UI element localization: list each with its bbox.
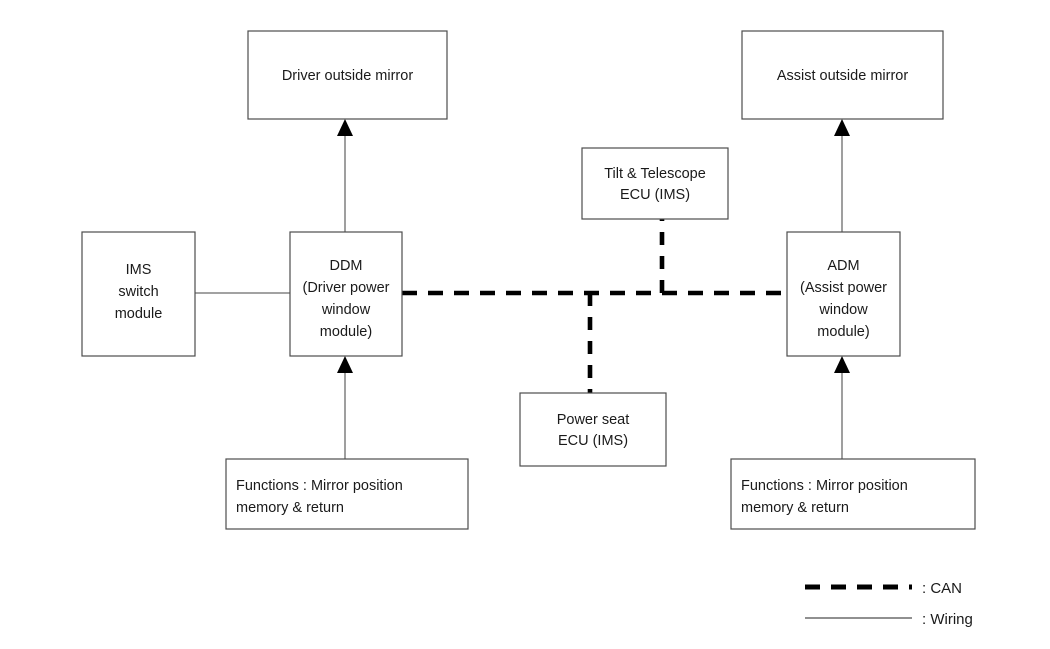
driver-functions-rect — [225, 458, 469, 530]
assist-functions-rect — [730, 458, 976, 530]
ddm-rect — [289, 231, 403, 357]
ims-switch-module-label-line3: module — [115, 306, 163, 322]
driver-outside-mirror-label: Driver outside mirror — [282, 68, 413, 84]
power-seat-ecu-rect — [519, 392, 667, 467]
wiring-connections-group — [195, 119, 850, 459]
driver-functions-label-line2: memory & return — [236, 500, 344, 516]
tilt-telescope-ecu-label-line1: Tilt & Telescope — [604, 166, 706, 182]
assist-outside-mirror-box: Assist outside mirror — [741, 30, 944, 120]
ims-switch-module-rect — [81, 231, 196, 357]
assist-outside-mirror-rect — [741, 30, 944, 120]
ddm-label-line4: module) — [320, 324, 372, 340]
ims-switch-module-label-line2: switch — [118, 284, 158, 300]
arrow-up-icon-adm — [834, 356, 850, 373]
arrow-up-icon-driver-mirror — [337, 119, 353, 136]
ddm-box: DDM (Driver power window module) — [289, 231, 403, 357]
ddm-label-line2: (Driver power — [302, 280, 389, 296]
adm-label-line2: (Assist power — [800, 280, 887, 296]
adm-label-line1: ADM — [827, 258, 859, 274]
adm-label-line4: module) — [817, 324, 869, 340]
assist-functions-label-line2: memory & return — [741, 500, 849, 516]
adm-box: ADM (Assist power window module) — [786, 231, 901, 357]
adm-rect — [786, 231, 901, 357]
ims-switch-module-box: IMS switch module — [81, 231, 196, 357]
ddm-label-line1: DDM — [329, 258, 362, 274]
ims-switch-module-label-line1: IMS — [126, 262, 152, 278]
ddm-label-line3: window — [321, 302, 371, 318]
assist-outside-mirror-label: Assist outside mirror — [777, 68, 909, 84]
tilt-telescope-ecu-label-line2: ECU (IMS) — [620, 187, 690, 203]
assist-functions-label-line1: Functions : Mirror position — [741, 478, 908, 494]
arrow-up-icon-ddm — [337, 356, 353, 373]
tilt-telescope-ecu-box: Tilt & Telescope ECU (IMS) — [581, 147, 729, 220]
driver-outside-mirror-rect — [247, 30, 448, 120]
assist-functions-box: Functions : Mirror position memory & ret… — [730, 458, 976, 530]
power-seat-ecu-box: Power seat ECU (IMS) — [519, 392, 667, 467]
diagram-legend: : CAN : Wiring — [805, 580, 973, 628]
power-seat-ecu-label-line2: ECU (IMS) — [558, 433, 628, 449]
legend-can-label: : CAN — [922, 580, 962, 597]
driver-functions-box: Functions : Mirror position memory & ret… — [225, 458, 469, 530]
legend-wiring-label: : Wiring — [922, 611, 973, 628]
power-seat-ecu-label-line1: Power seat — [557, 412, 630, 428]
driver-outside-mirror-box: Driver outside mirror — [247, 30, 448, 120]
driver-functions-label-line1: Functions : Mirror position — [236, 478, 403, 494]
arrow-up-icon-assist-mirror — [834, 119, 850, 136]
tilt-telescope-ecu-rect — [581, 147, 729, 220]
adm-label-line3: window — [818, 302, 868, 318]
can-bus-group — [402, 219, 787, 393]
